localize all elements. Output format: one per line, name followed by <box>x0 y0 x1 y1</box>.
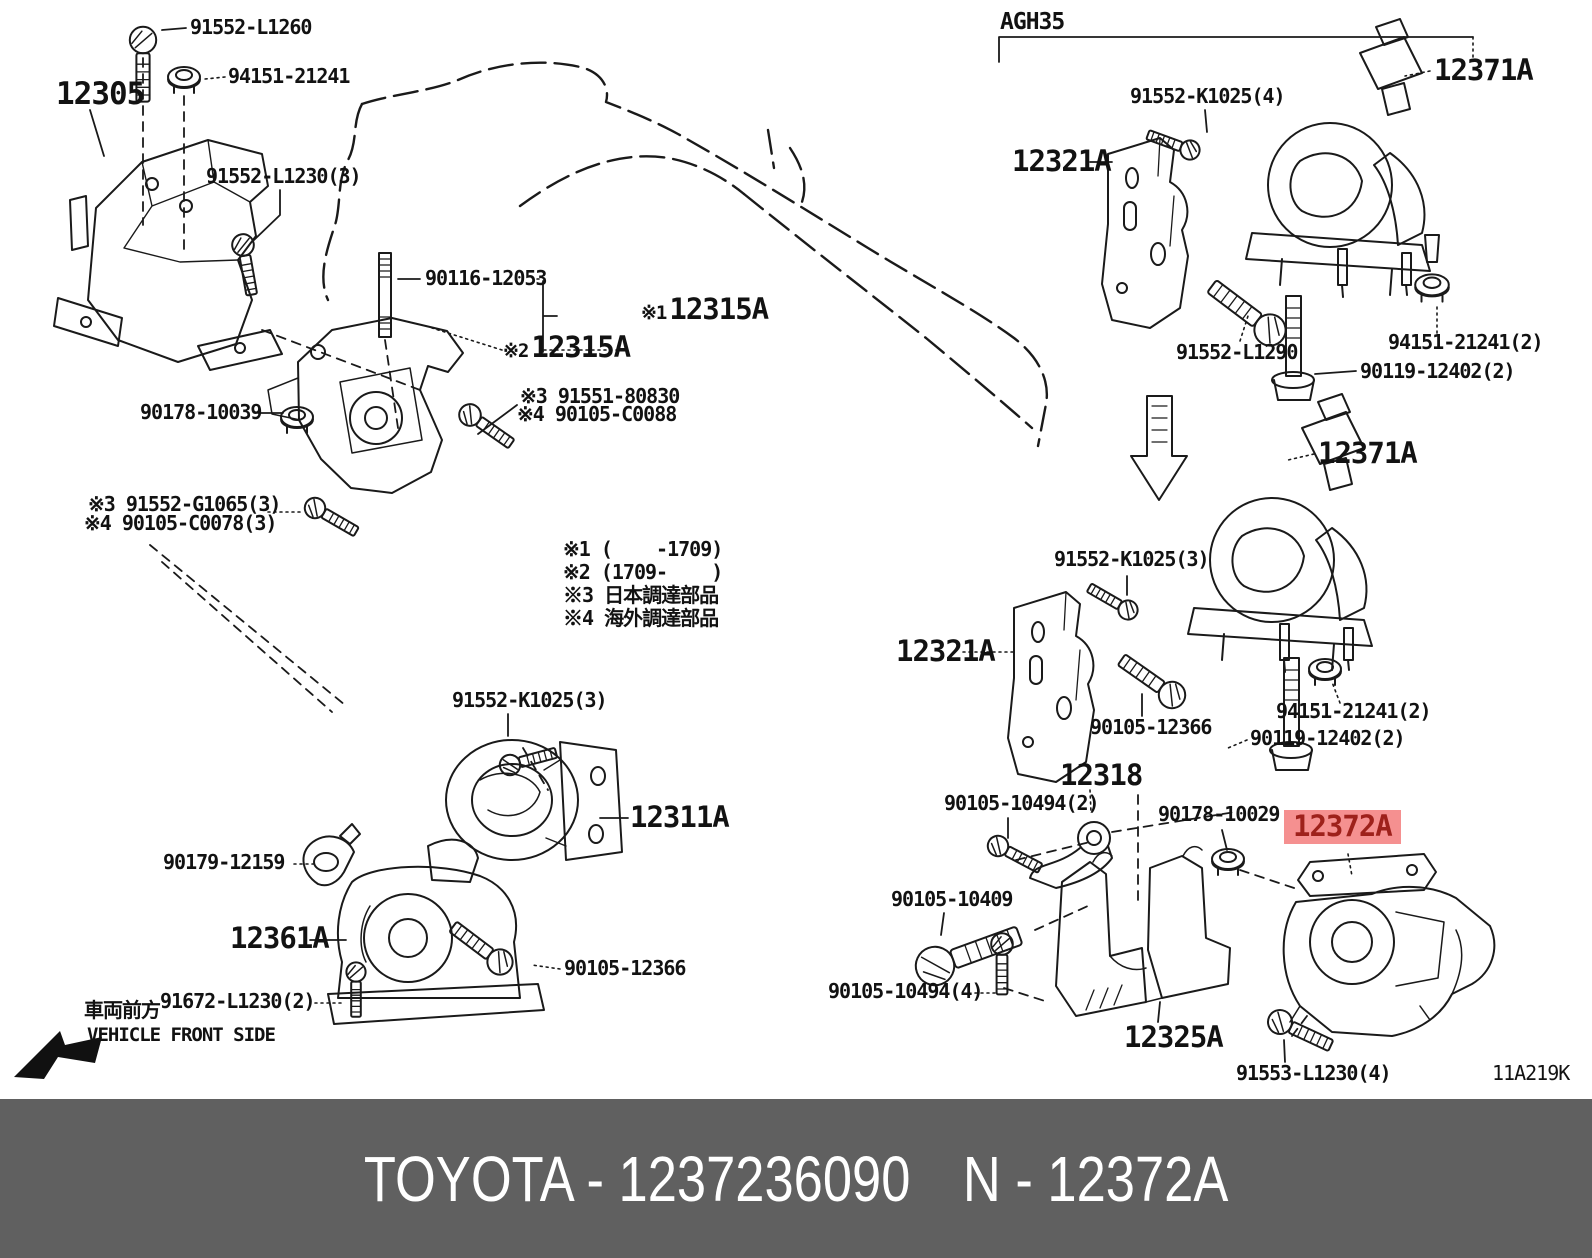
part-label-90116-12053[interactable]: 90116-12053 <box>425 266 547 290</box>
part-label-12318[interactable]: 12318 <box>1060 758 1143 792</box>
parts-diagram: 91552-L1260 94151-21241 12305 91552-L123… <box>14 9 1592 1085</box>
part-label-90119-12402-lower[interactable]: 90119-12402(2) <box>1250 726 1406 750</box>
part-label-12371a-lower[interactable]: 12371A <box>1318 436 1418 470</box>
part-label-91552-g1065[interactable]: ※3 91552-G1065(3) <box>88 492 281 516</box>
part-label-90105-10494-4[interactable]: 90105-10494(4) <box>828 979 984 1003</box>
front-side-label-en: VEHICLE FRONT SIDE <box>87 1024 276 1046</box>
part-label-12371a-upper[interactable]: 12371A <box>1434 53 1534 87</box>
vehicle-front-arrow-icon <box>14 1031 102 1079</box>
footer-bar: TOYOTA - 1237236090 N - 12372A <box>0 1099 1592 1258</box>
part-label-91553-l1230[interactable]: 91553-L1230(4) <box>1236 1061 1392 1085</box>
footer-part-code: N - 12372A <box>962 1142 1229 1215</box>
part-label-12361a[interactable]: 12361A <box>230 921 330 955</box>
part-label-12321a-lower[interactable]: 12321A <box>896 634 996 668</box>
part-label-90105-12366-r[interactable]: 90105-12366 <box>1090 715 1212 739</box>
part-label-91552-l1260[interactable]: 91552-L1260 <box>190 15 312 39</box>
part-label-94151-21241-lower[interactable]: 94151-21241(2) <box>1276 699 1432 723</box>
part-label-91552-k1025-3l[interactable]: 91552-K1025(3) <box>452 688 608 712</box>
part-label-91552-k1025-3r[interactable]: 91552-K1025(3) <box>1054 547 1210 571</box>
part-label-90179-12159[interactable]: 90179-12159 <box>163 850 285 874</box>
part-label-12321a-upper[interactable]: 12321A <box>1012 144 1112 178</box>
part-label-12325a[interactable]: 12325A <box>1124 1020 1224 1054</box>
part-label-90105-12366-l[interactable]: 90105-12366 <box>564 956 686 980</box>
front-side-label-jp: 車両前方 <box>84 998 161 1022</box>
part-label-94151-21241[interactable]: 94151-21241 <box>228 64 350 88</box>
part-label-12311a[interactable]: 12311A <box>630 800 730 834</box>
part-label-12305[interactable]: 12305 <box>56 76 145 112</box>
part-label-12372a-highlighted[interactable]: 12372A <box>1284 810 1401 845</box>
part-label-91672-l1230[interactable]: 91672-L1230(2) <box>160 989 316 1013</box>
part-label-94151-21241-upper[interactable]: 94151-21241(2) <box>1388 330 1544 354</box>
part-label-90178-10029[interactable]: 90178-10029 <box>1158 802 1280 826</box>
part-label-90105-c0088[interactable]: ※4 90105-C0088 <box>517 402 677 426</box>
footer-catalog-number: TOYOTA - 1237236090 <box>363 1142 911 1215</box>
assembly-direction-arrow-icon <box>1131 396 1187 500</box>
reference-notes: ※1 ( -1709)※2 (1709- )※3 日本調達部品※4 海外調達部品 <box>563 537 723 630</box>
variant-code-label: AGH35 <box>1000 9 1065 35</box>
part-label-91552-k1025-4[interactable]: 91552-K1025(4) <box>1130 84 1286 108</box>
part-label-91552-l1230[interactable]: 91552-L1230(3) <box>206 164 362 188</box>
part-label-90119-12402-upper[interactable]: 90119-12402(2) <box>1360 359 1516 383</box>
part-label-90105-10494-2[interactable]: 90105-10494(2) <box>944 791 1100 815</box>
drawing-code-label: 11A219K <box>1492 1061 1570 1085</box>
part-label-90178-10039[interactable]: 90178-10039 <box>140 400 262 424</box>
diagram-line-art <box>14 18 1592 1079</box>
part-label-90105-10409[interactable]: 90105-10409 <box>891 887 1013 911</box>
part-label-91551-80830[interactable]: ※3 91551-80830 <box>520 384 680 408</box>
part-label-91552-l1290[interactable]: 91552-L1290 <box>1176 340 1298 364</box>
part-label-90105-c0078[interactable]: ※4 90105-C0078(3) <box>84 511 277 535</box>
